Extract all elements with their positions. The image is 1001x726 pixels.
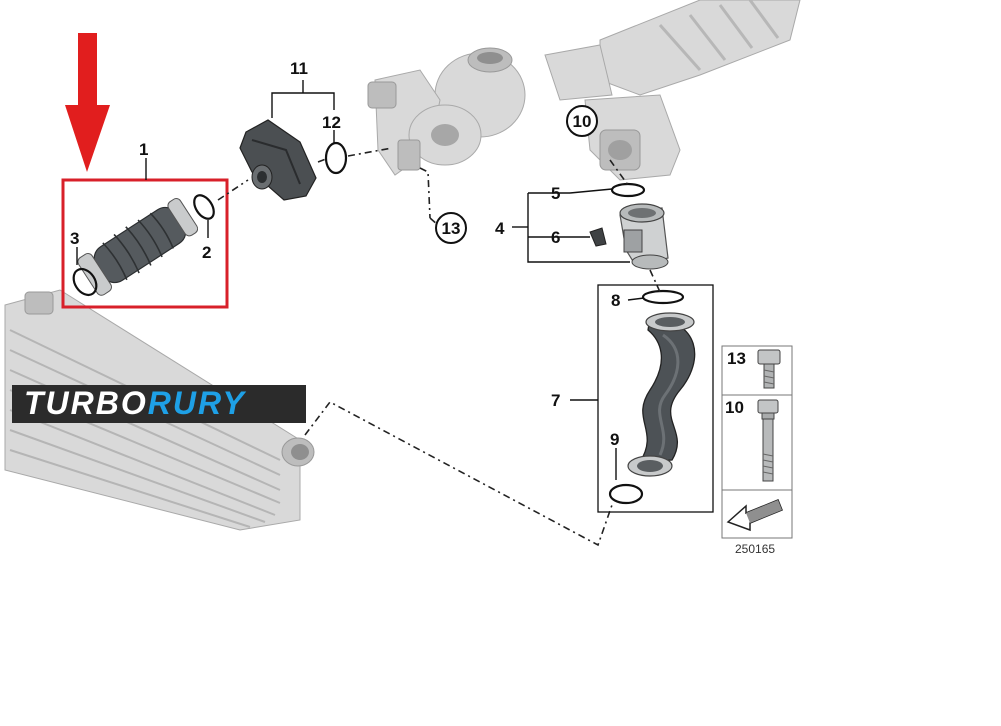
callout-6: 6: [551, 228, 560, 247]
svg-text:13: 13: [442, 219, 461, 238]
svg-text:10: 10: [573, 112, 592, 131]
part-7-pipe: [608, 289, 696, 505]
diagram-number: 250165: [735, 542, 775, 556]
callout-5: 5: [551, 184, 560, 203]
part-5-o-ring: [610, 182, 646, 198]
logo-text-turbo: TURBO: [24, 385, 148, 421]
callout-7: 7: [551, 391, 560, 410]
legend-cell-bolt-13: [721, 345, 793, 396]
hose-clamp-right: [167, 198, 199, 237]
callout-11: 11: [290, 59, 308, 78]
highlight-box: [61, 178, 229, 309]
flow-lines: [217, 147, 661, 547]
hose-clamp-left: [77, 253, 112, 296]
intake-manifold: [544, 0, 801, 181]
part-8-o-ring: [641, 289, 685, 305]
callout-1: 1: [139, 140, 148, 159]
callout-3: 3: [70, 229, 79, 248]
callout-13-circled: 13: [435, 212, 467, 244]
legend-label-13: 13: [727, 349, 746, 368]
callout-4: 4: [495, 219, 505, 238]
callout-9: 9: [610, 430, 619, 449]
callout-2: 2: [202, 243, 211, 262]
part-12-o-ring: [324, 141, 348, 175]
part-2-o-ring: [193, 194, 215, 220]
turbocharger: [367, 47, 526, 176]
legend-cell-bolt-10: [721, 394, 793, 491]
callout-10-circled: 10: [566, 105, 598, 137]
logo-wordmark: TURBORURY: [24, 385, 247, 421]
part-1-hose: [72, 194, 215, 297]
part-3-o-ring: [72, 267, 98, 297]
turborury-logo: TURBORURY: [12, 385, 306, 423]
legend-label-10: 10: [725, 398, 744, 417]
callout-12: 12: [322, 113, 341, 132]
part-9-o-ring: [608, 483, 644, 505]
logo-text-rury: RURY: [148, 385, 247, 421]
part-4-connector: [589, 182, 669, 270]
part-6-sensor: [589, 227, 607, 247]
red-arrow-icon: [65, 33, 110, 172]
short-bolt-icon: [757, 349, 781, 389]
callout-8: 8: [611, 291, 620, 310]
logo-background: [12, 385, 306, 423]
callout-brackets: [76, 80, 714, 513]
long-bolt-icon: [757, 399, 779, 482]
fastener-legend: 13 10 250165: [721, 345, 793, 556]
part-11-resonator: [239, 119, 348, 201]
intercooler-bracket: [24, 291, 54, 315]
callout-labels: 1 2 3 4 5 6 7 8 9 11 12 10 13: [70, 59, 620, 449]
direction-arrow-icon: [726, 499, 783, 532]
intercooler-outlet-hole: [291, 444, 309, 460]
